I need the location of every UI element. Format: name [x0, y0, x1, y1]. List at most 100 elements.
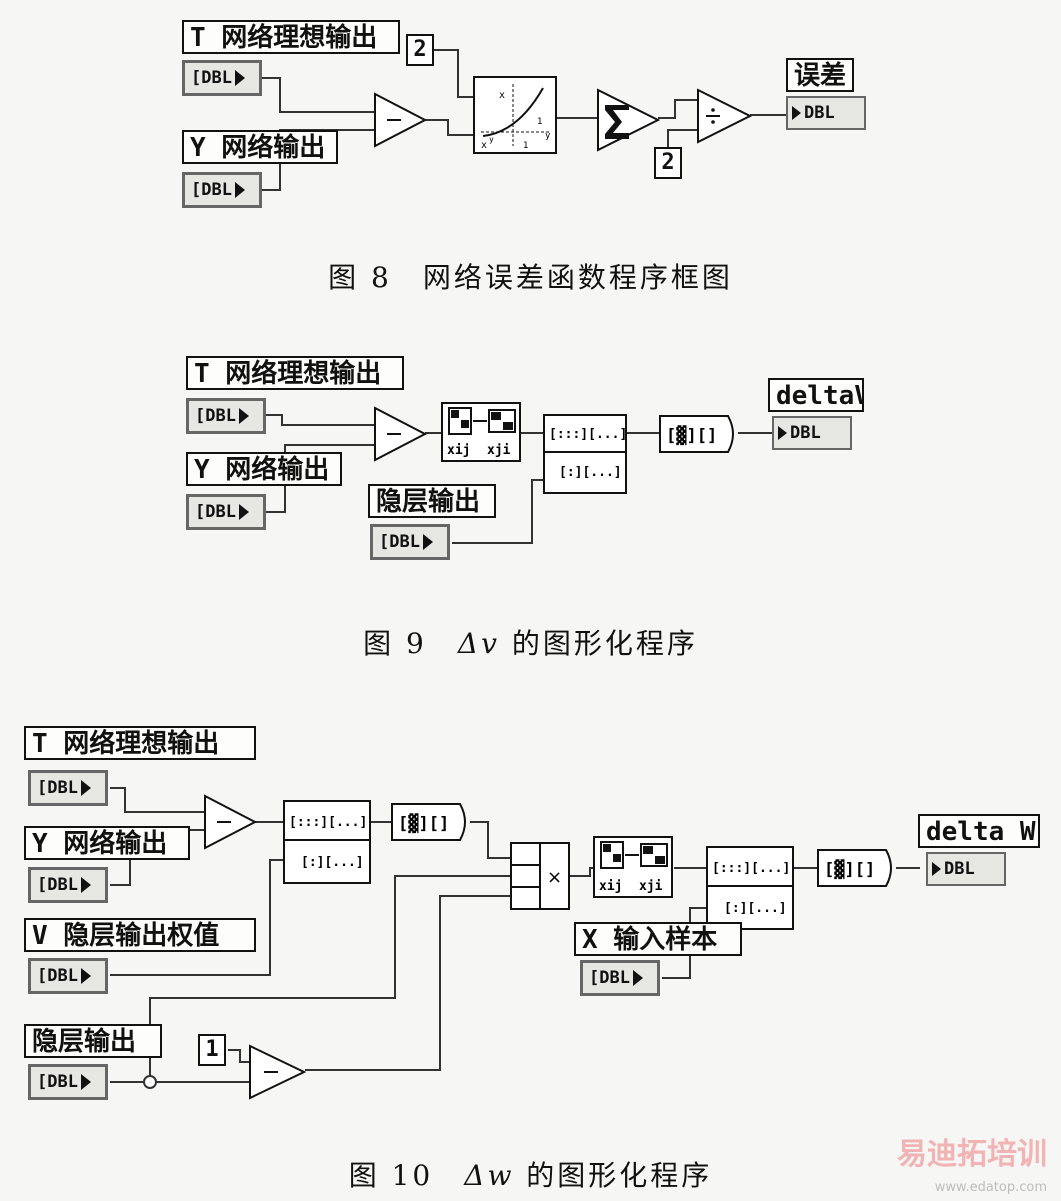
- label-y-output: Y 网络输出: [24, 826, 190, 860]
- sum-array-elements-node-icon[interactable]: [596, 88, 662, 152]
- divide-node-icon[interactable]: [696, 88, 754, 144]
- matrix-multiply-node-icon[interactable]: [:::][...] [:][...]: [706, 846, 796, 932]
- wire-hidden-to-matmul: [452, 479, 545, 544]
- control-arrow-icon: [80, 780, 91, 796]
- wire-v-to-matmul1: [110, 859, 285, 976]
- figure-10-caption: 图 10 Δw 的图形化程序: [0, 1154, 1061, 1194]
- wire-subtract-to-power: [425, 119, 475, 136]
- dbl-control-v[interactable]: [DBL: [28, 958, 108, 994]
- control-arrow-icon: [238, 408, 249, 424]
- power-of-x-node-icon[interactable]: x 1 x y 1 y: [473, 76, 559, 156]
- watermark-brand: 易迪拓培训: [897, 1137, 1047, 1172]
- reshape-array-node-icon[interactable]: [▓][]: [390, 802, 472, 842]
- svg-text:xji: xji: [639, 879, 663, 894]
- watermark-url: www.edatop.com: [934, 1180, 1047, 1195]
- svg-text:[:::][...]: [:::][...]: [712, 861, 790, 876]
- control-arrow-icon: [80, 877, 91, 893]
- label-y-output: Y 网络输出: [186, 452, 342, 486]
- svg-text:[▓][]: [▓][]: [824, 859, 875, 880]
- caption-suffix: 的图形化程序: [514, 1159, 713, 1192]
- svg-text:[:][...]: [:][...]: [724, 901, 787, 916]
- compound-multiply-node-icon[interactable]: ×: [510, 842, 572, 912]
- indicator-arrow-icon: [778, 426, 787, 440]
- wire-const-to-divide: [667, 129, 698, 148]
- wire-const-to-power: [432, 49, 475, 98]
- figure-8-caption: 图 8 网络误差函数程序框图: [328, 261, 733, 294]
- dbl-control-y[interactable]: [DBL: [186, 494, 266, 530]
- constant-two-power[interactable]: 2: [406, 34, 434, 66]
- wire-subtract-to-multiply: [305, 895, 512, 1071]
- control-arrow-icon: [422, 534, 433, 550]
- svg-text:y: y: [545, 131, 551, 141]
- wire-const-to-subtract: [228, 1049, 250, 1063]
- dbl-indicator-delta-v: DBL: [772, 416, 852, 450]
- dbl-control-y[interactable]: [DBL: [182, 172, 262, 208]
- svg-text:[:][...]: [:][...]: [301, 855, 364, 870]
- label-t-ideal-output: T 网络理想输出: [24, 726, 256, 760]
- dbl-control-y[interactable]: [DBL: [28, 867, 108, 903]
- label-delta-w: delta W: [918, 814, 1040, 848]
- label-t-ideal-output: T 网络理想输出: [186, 356, 404, 390]
- svg-text:xij: xij: [599, 879, 622, 894]
- dbl-text: DBL: [944, 859, 975, 879]
- dbl-control-hidden[interactable]: [DBL: [370, 524, 450, 560]
- svg-text:x: x: [499, 90, 505, 101]
- label-t-ideal-output: T 网络理想输出: [182, 20, 400, 54]
- matrix-multiply-node-icon[interactable]: [:::][...] [:][...]: [543, 414, 629, 496]
- wire-multiply-to-transpose: [570, 867, 595, 877]
- constant-two-divisor[interactable]: 2: [654, 147, 682, 179]
- wire-t-to-subtract: [266, 414, 375, 426]
- dbl-text: DBL: [599, 968, 630, 988]
- caption-suffix: 的图形化程序: [499, 627, 698, 660]
- subtract-node-icon[interactable]: [203, 794, 259, 850]
- svg-text:1: 1: [537, 117, 542, 127]
- dbl-text: DBL: [389, 532, 420, 552]
- subtract-node-icon[interactable]: [373, 92, 429, 148]
- svg-text:[▓][]: [▓][]: [398, 813, 449, 834]
- svg-text:xji: xji: [487, 443, 511, 458]
- wire-junction: [143, 1075, 157, 1089]
- svg-text:y: y: [489, 135, 494, 144]
- dbl-text: DBL: [205, 406, 236, 426]
- control-arrow-icon: [238, 504, 249, 520]
- indicator-arrow-icon: [932, 862, 941, 876]
- reshape-array-node-icon[interactable]: [▓][]: [816, 848, 898, 888]
- svg-text:×: ×: [547, 867, 562, 888]
- transpose-matrix-node-icon[interactable]: xij xji: [593, 836, 675, 900]
- figure-9-caption: 图 9 Δv 的图形化程序: [0, 622, 1061, 662]
- dbl-control-x[interactable]: [DBL: [580, 960, 660, 996]
- label-error-output: 误差: [786, 58, 854, 92]
- reshape-array-node-icon[interactable]: [▓][]: [658, 414, 740, 454]
- dbl-text: DBL: [47, 875, 78, 895]
- dbl-control-hidden[interactable]: [DBL: [28, 1064, 108, 1100]
- indicator-arrow-icon: [792, 106, 801, 120]
- label-y-output: Y 网络输出: [182, 130, 338, 164]
- subtract-node-icon[interactable]: [248, 1044, 308, 1100]
- control-arrow-icon: [234, 182, 245, 198]
- label-x-input-sample: X 输入样本: [574, 922, 742, 956]
- subtract-node-icon[interactable]: [373, 406, 429, 462]
- wire-sum-to-divide: [658, 99, 698, 119]
- svg-text:x: x: [481, 140, 487, 151]
- label-hidden-output: 隐层输出: [24, 1024, 162, 1058]
- caption-variable: Δv: [457, 627, 500, 660]
- control-arrow-icon: [80, 968, 91, 984]
- wire-reshape1-to-multiply: [470, 821, 512, 859]
- dbl-control-t[interactable]: [DBL: [28, 770, 108, 806]
- dbl-indicator-error: DBL: [786, 96, 866, 130]
- constant-one[interactable]: 1: [198, 1034, 226, 1066]
- svg-text:[:::][...]: [:::][...]: [549, 427, 627, 442]
- dbl-text: DBL: [790, 423, 821, 443]
- matrix-multiply-node-icon[interactable]: [:::][...] [:][...]: [283, 800, 373, 886]
- label-v-hidden-weights: V 隐层输出权值: [24, 918, 256, 952]
- transpose-matrix-node-icon[interactable]: xij xji: [441, 402, 523, 464]
- control-arrow-icon: [632, 970, 643, 986]
- dbl-text: DBL: [804, 103, 835, 123]
- caption-prefix: 图 10: [348, 1159, 465, 1192]
- caption-variable: Δw: [464, 1159, 515, 1192]
- dbl-control-t[interactable]: [DBL: [186, 398, 266, 434]
- dbl-text: DBL: [47, 1072, 78, 1092]
- control-arrow-icon: [234, 70, 245, 86]
- dbl-control-t[interactable]: [DBL: [182, 60, 262, 96]
